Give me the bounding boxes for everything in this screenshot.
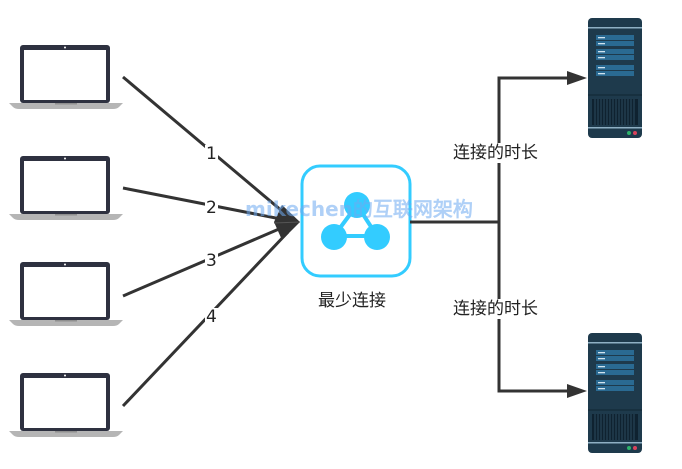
edge-label-2: 2 — [205, 198, 218, 218]
edge-label-3: 3 — [205, 251, 218, 271]
server-2-edge-label: 连接的时长 — [453, 299, 538, 319]
arrowhead-icon — [567, 384, 587, 398]
edge-server-1 — [497, 76, 570, 222]
edge-client-3 — [122, 224, 287, 298]
laptop-icon — [9, 45, 123, 109]
edge-client-2 — [122, 186, 287, 222]
laptop-icon — [9, 262, 123, 326]
laptop-icon — [9, 156, 123, 220]
edge-server-2 — [497, 222, 570, 393]
edge-label-4: 4 — [205, 307, 218, 327]
balancer-label: 最少连接 — [318, 291, 386, 311]
server-1-edge-label: 连接的时长 — [453, 143, 538, 163]
share-nodes-icon — [321, 192, 390, 250]
server-icon — [588, 18, 642, 138]
laptop-icon — [9, 373, 123, 437]
server-icon — [588, 333, 642, 453]
watermark: mikechen的互联网架构 — [245, 197, 473, 221]
arrowhead-icon — [567, 71, 587, 85]
edge-label-1: 1 — [205, 144, 218, 164]
